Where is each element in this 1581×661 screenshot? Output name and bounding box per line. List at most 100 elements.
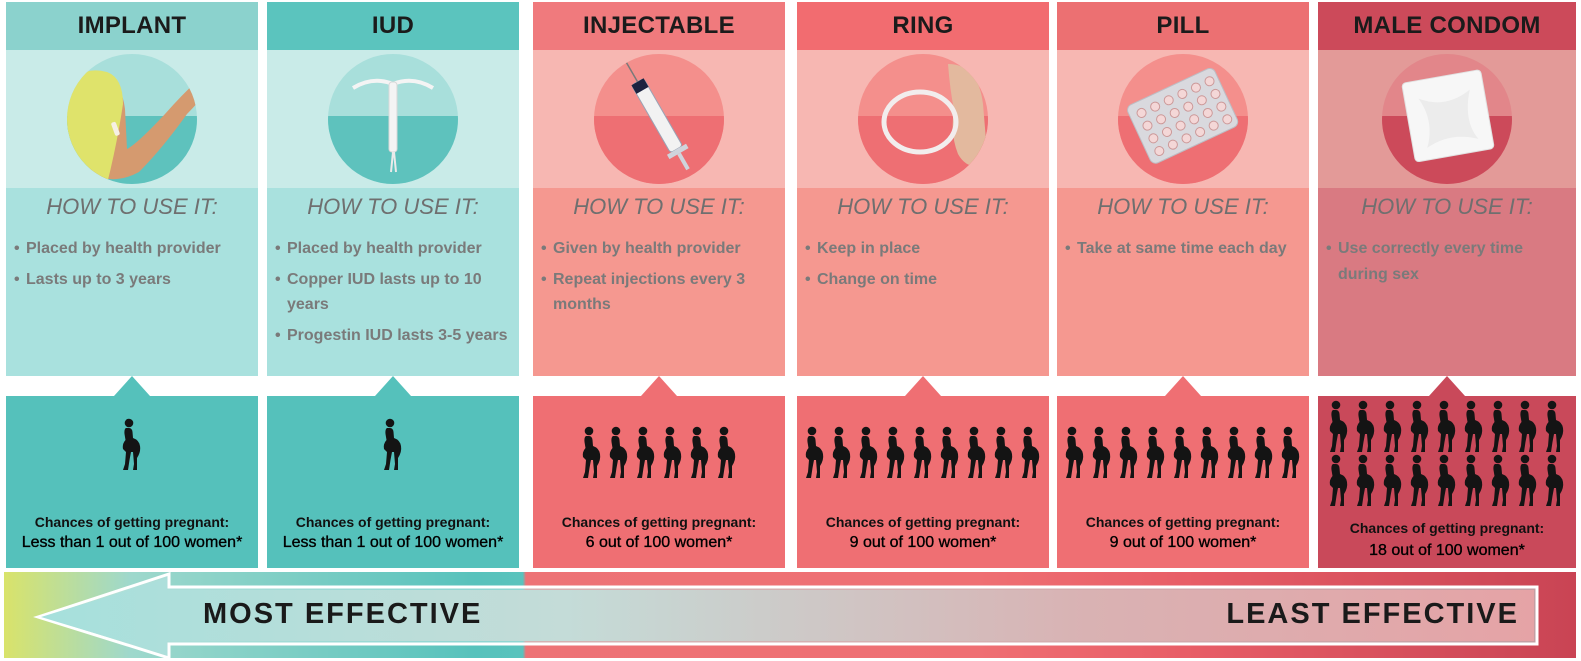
usage-item: Use correctly every time during sex xyxy=(1326,236,1570,287)
usage-item: Take at same time each day xyxy=(1065,236,1303,262)
usage-list: Keep in placeChange on time xyxy=(805,236,1043,297)
pregnant-woman-icon xyxy=(1254,426,1273,478)
pregnant-woman-icon xyxy=(1410,454,1429,506)
pregnant-woman-icon xyxy=(1437,454,1456,506)
pregnant-woman-icon xyxy=(994,426,1013,478)
pregnant-woman-icon xyxy=(717,426,735,478)
least-effective-label: LEAST EFFECTIVE xyxy=(1226,598,1519,630)
usage-item: Progestin IUD lasts 3-5 years xyxy=(275,323,513,349)
method-name: RING xyxy=(797,2,1049,50)
usage-list: Placed by health providerCopper IUD last… xyxy=(275,236,513,353)
usage-item: Repeat injections every 3 months xyxy=(541,267,779,318)
pregnant-woman-icon xyxy=(122,418,141,470)
pointer-notch xyxy=(641,376,677,396)
chance-value: 9 out of 100 women* xyxy=(1109,534,1257,551)
usage-item: Keep in place xyxy=(805,236,1043,262)
chance-value: 6 out of 100 women* xyxy=(585,534,733,551)
pregnancy-figures xyxy=(533,426,785,480)
pregnant-woman-icon xyxy=(1146,426,1165,478)
chance-value: Less than 1 out of 100 women* xyxy=(21,534,243,551)
pointer-notch xyxy=(905,376,941,396)
pregnant-woman-icon xyxy=(1329,454,1348,506)
pregnant-woman-icon xyxy=(1491,400,1510,452)
chance-label: Chances of getting pregnant: xyxy=(34,514,230,530)
pregnant-woman-icon xyxy=(1065,426,1084,478)
usage-list: Use correctly every time during sex xyxy=(1326,236,1570,292)
pregnant-woman-icon xyxy=(1383,454,1402,506)
how-to-use-heading: HOW TO USE IT: xyxy=(307,194,479,219)
method-name: PILL xyxy=(1057,2,1309,50)
chance-label: Chances of getting pregnant: xyxy=(825,514,1021,530)
chance-label: Chances of getting pregnant: xyxy=(1349,520,1545,536)
pregnant-woman-icon xyxy=(1464,454,1483,506)
pregnancy-figures xyxy=(6,418,258,472)
pregnancy-figures xyxy=(267,418,519,472)
how-to-use-heading: HOW TO USE IT: xyxy=(46,194,218,219)
usage-item: Lasts up to 3 years xyxy=(14,267,252,293)
pregnant-woman-icon xyxy=(1200,426,1219,478)
pregnant-woman-icon xyxy=(1021,426,1040,478)
pregnant-woman-icon xyxy=(1491,454,1510,506)
pregnant-woman-icon xyxy=(1119,426,1138,478)
pregnancy-figures xyxy=(1057,426,1309,480)
chance-value: 18 out of 100 women* xyxy=(1369,542,1525,559)
method-image-icon xyxy=(67,70,197,184)
pointer-notch xyxy=(1165,376,1201,396)
pregnant-woman-icon xyxy=(1281,426,1300,478)
chance-label: Chances of getting pregnant: xyxy=(295,514,491,530)
method-column: MALE CONDOM HOW TO USE IT: Use correctly e… xyxy=(1318,2,1576,568)
how-to-use-heading: HOW TO USE IT: xyxy=(837,194,1009,219)
usage-item: Change on time xyxy=(805,267,1043,293)
pregnant-woman-icon xyxy=(1092,426,1111,478)
pregnant-woman-icon xyxy=(1227,426,1246,478)
usage-item: Given by health provider xyxy=(541,236,779,262)
method-illustration xyxy=(1118,54,1248,184)
how-to-use-heading: HOW TO USE IT: xyxy=(1361,194,1533,219)
pregnancy-stat-box xyxy=(6,396,258,568)
method-image-icon xyxy=(1401,69,1495,163)
pregnant-woman-icon xyxy=(582,426,600,478)
method-image-icon xyxy=(351,78,435,173)
pointer-notch xyxy=(1429,376,1465,396)
pregnant-woman-icon xyxy=(1356,400,1375,452)
pregnant-woman-icon xyxy=(1437,400,1456,452)
pregnancy-stat-box xyxy=(267,396,519,568)
chance-label: Chances of getting pregnant: xyxy=(1085,514,1281,530)
method-illustration xyxy=(328,54,458,184)
method-name: MALE CONDOM xyxy=(1318,2,1576,50)
pregnancy-stat-box xyxy=(797,396,1049,568)
pregnant-woman-icon xyxy=(1545,400,1564,452)
pregnant-woman-icon xyxy=(690,426,708,478)
pregnant-woman-icon xyxy=(940,426,959,478)
effectiveness-arrow-icon xyxy=(33,572,1539,658)
usage-list: Take at same time each day xyxy=(1065,236,1303,267)
method-illustration xyxy=(67,54,197,184)
pregnancy-figures xyxy=(1325,400,1569,508)
pregnant-woman-icon xyxy=(1383,400,1402,452)
pregnant-woman-icon xyxy=(609,426,627,478)
method-image-icon xyxy=(1127,68,1239,164)
method-illustration xyxy=(594,54,724,184)
pointer-notch xyxy=(114,376,150,396)
pregnant-woman-icon xyxy=(886,426,905,478)
chance-label: Chances of getting pregnant: xyxy=(561,514,757,530)
usage-item: Copper IUD lasts up to 10 years xyxy=(275,267,513,318)
pregnant-woman-icon xyxy=(832,426,851,478)
pregnancy-stat-box xyxy=(1057,396,1309,568)
usage-item: Placed by health provider xyxy=(14,236,252,262)
usage-list: Given by health providerRepeat injection… xyxy=(541,236,779,323)
method-name: IUD xyxy=(267,2,519,50)
method-image-icon xyxy=(881,64,988,167)
pregnant-woman-icon xyxy=(1518,400,1537,452)
method-column: INJECTABLE HOW TO USE IT: Given by health … xyxy=(533,2,785,568)
pregnant-woman-icon xyxy=(1410,400,1429,452)
pregnant-woman-icon xyxy=(1518,454,1537,506)
effectiveness-scale xyxy=(4,572,1576,658)
how-to-use-heading: HOW TO USE IT: xyxy=(573,194,745,219)
pregnant-woman-icon xyxy=(1356,454,1375,506)
pregnant-woman-icon xyxy=(1173,426,1192,478)
pregnancy-stat-box xyxy=(1318,396,1576,568)
method-name: INJECTABLE xyxy=(533,2,785,50)
